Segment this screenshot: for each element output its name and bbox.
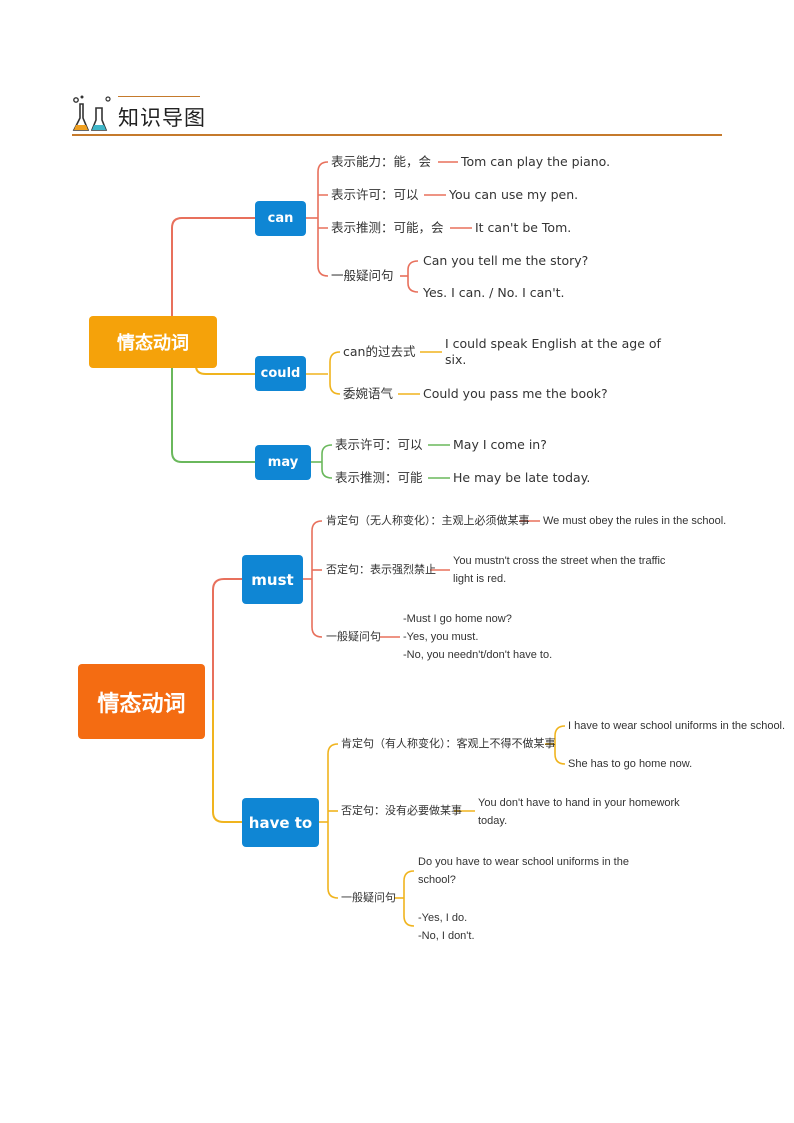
may-desc-possibility: 表示推测：可能 bbox=[335, 470, 423, 485]
header-accent-line bbox=[118, 96, 200, 97]
can-example-permission: You can use my pen. bbox=[449, 187, 579, 202]
section-title: 知识导图 bbox=[118, 106, 206, 130]
may-example-possibility: He may be late today. bbox=[453, 470, 591, 485]
could-desc-polite: 委婉语气 bbox=[343, 386, 394, 401]
must-desc-question: 一般疑问句 bbox=[326, 631, 381, 643]
node-could: could bbox=[255, 356, 306, 391]
must-question-line: -Must I go home now? bbox=[403, 613, 512, 625]
must-example-negative: You mustn't cross the street when the tr… bbox=[453, 555, 666, 585]
have-to-example-1: I have to wear school uniforms in the sc… bbox=[568, 720, 786, 732]
can-desc-permission: 表示许可：可以 bbox=[331, 187, 419, 202]
can-answer-example: Yes. I can. / No. I can't. bbox=[423, 285, 565, 300]
root-node-modal-verbs: 情态动词 bbox=[89, 316, 217, 368]
can-desc-ability: 表示能力：能，会 bbox=[331, 154, 432, 169]
section-header: 知识导图 bbox=[72, 94, 722, 136]
node-have-to: have to bbox=[242, 798, 319, 847]
have-to-question-example: Do you have to wear school uniforms in t… bbox=[418, 856, 629, 886]
have-to-desc-affirmative: 肯定句（有人称变化）：客观上不得不做某事 bbox=[341, 738, 556, 750]
have-to-answer-yes: -Yes, I do. bbox=[418, 912, 468, 924]
have-to-example-negative: You don't have to hand in your homework … bbox=[478, 797, 680, 827]
must-example-affirmative: We must obey the rules in the school. bbox=[543, 515, 727, 527]
may-desc-permission: 表示许可：可以 bbox=[335, 437, 423, 452]
node-can: can bbox=[255, 201, 306, 236]
have-to-desc-negative: 否定句：没有必要做某事 bbox=[341, 805, 462, 817]
have-to-answer-no: -No, I don't. bbox=[418, 930, 475, 942]
root-node-modal-verbs-2: 情态动词 bbox=[78, 664, 205, 739]
could-example-polite: Could you pass me the book? bbox=[423, 386, 608, 401]
must-answer-no: -No, you needn't/don't have to. bbox=[403, 649, 553, 661]
have-to-desc-question: 一般疑问句 bbox=[341, 892, 396, 904]
must-desc-affirmative: 肯定句（无人称变化）：主观上必须做某事 bbox=[326, 515, 530, 527]
can-example-ability: Tom can play the piano. bbox=[461, 154, 611, 169]
node-must: must bbox=[242, 555, 303, 604]
node-may: may bbox=[255, 445, 311, 480]
chemistry-flask-icon bbox=[72, 95, 111, 131]
can-desc-possibility: 表示推测：可能，会 bbox=[331, 220, 444, 235]
must-answer-yes: -Yes, you must. bbox=[403, 631, 479, 643]
could-example-past: I could speak English at the age of six. bbox=[445, 336, 661, 367]
may-example-permission: May I come in? bbox=[453, 437, 547, 452]
can-example-possibility: It can't be Tom. bbox=[475, 220, 572, 235]
can-desc-question: 一般疑问句 bbox=[331, 268, 394, 283]
must-desc-negative: 否定句：表示强烈禁止 bbox=[326, 564, 436, 576]
could-desc-past: can的过去式 bbox=[343, 344, 416, 359]
can-question-example: Can you tell me the story? bbox=[423, 253, 589, 268]
header-divider bbox=[72, 134, 722, 136]
have-to-example-2: She has to go home now. bbox=[568, 758, 693, 770]
